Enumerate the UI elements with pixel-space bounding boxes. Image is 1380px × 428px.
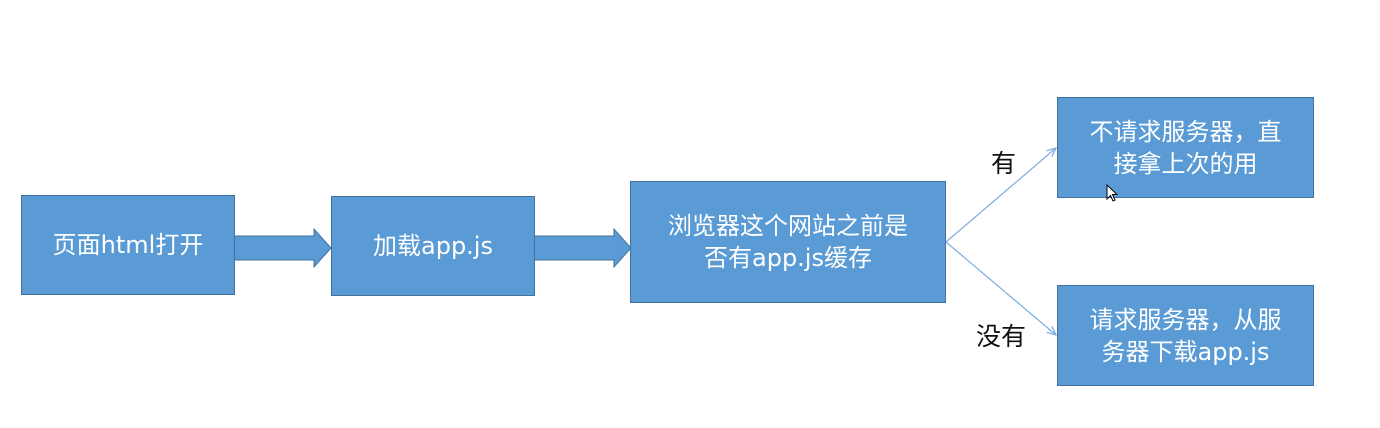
arrow-open-to-load [233,227,332,269]
node-use-cache-line-1: 不请求服务器，直 [1089,117,1282,146]
node-load-js: 加载app.js [331,196,535,296]
connector-no [945,241,1056,335]
node-open-page-text: 页面html打开 [52,231,204,259]
node-use-cache: 不请求服务器，直 接拿上次的用 [1057,97,1314,198]
connector-yes [945,148,1056,243]
node-load-js-text: 加载app.js [373,232,493,260]
node-check-cache-line-2: 否有app.js缓存 [704,244,872,272]
node-download-line-1: 请求服务器，从服 [1089,305,1282,334]
arrow-load-to-check [533,227,632,269]
mouse-pointer-icon [1106,184,1119,202]
node-check-cache: 浏览器这个网站之前是 否有app.js缓存 [630,181,946,303]
edge-label-yes: 有 [991,149,1017,178]
node-download: 请求服务器，从服 务器下载app.js [1057,285,1314,386]
node-use-cache-line-2: 接拿上次的用 [1113,149,1258,178]
edge-label-no: 没有 [976,322,1027,351]
node-check-cache-line-1: 浏览器这个网站之前是 [668,212,908,240]
node-download-line-2: 务器下载app.js [1101,337,1270,366]
node-open-page: 页面html打开 [21,195,235,295]
